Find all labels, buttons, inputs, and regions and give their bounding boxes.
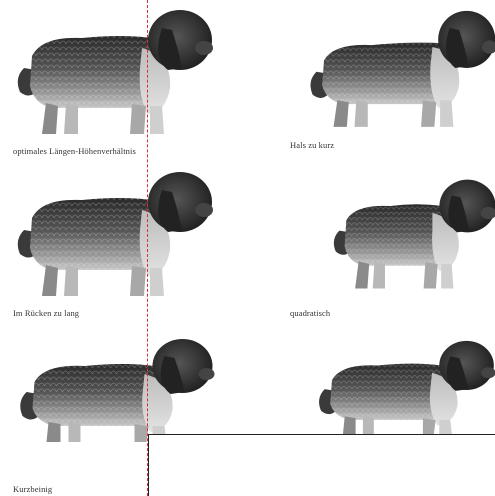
dog-illustration-bottom-right [312, 340, 495, 440]
dog-illustration-optimal [12, 8, 217, 138]
caption-short-legged: Kurzbeinig [13, 484, 52, 494]
dog-illustration-neck-too-short [305, 2, 495, 132]
caption-optimal: optimales Längen-Höhenverhältnis [13, 146, 136, 156]
reference-guide-line [147, 0, 148, 496]
caption-back-too-long: Im Rücken zu lang [13, 308, 79, 318]
overlay-box [148, 434, 495, 496]
dog-illustration-short-legged [12, 338, 222, 448]
dog-illustration-square [320, 170, 495, 300]
dog-illustration-back-too-long [12, 170, 217, 300]
caption-square: quadratisch [290, 308, 330, 318]
caption-neck-too-short: Hals zu kurz [290, 140, 334, 150]
